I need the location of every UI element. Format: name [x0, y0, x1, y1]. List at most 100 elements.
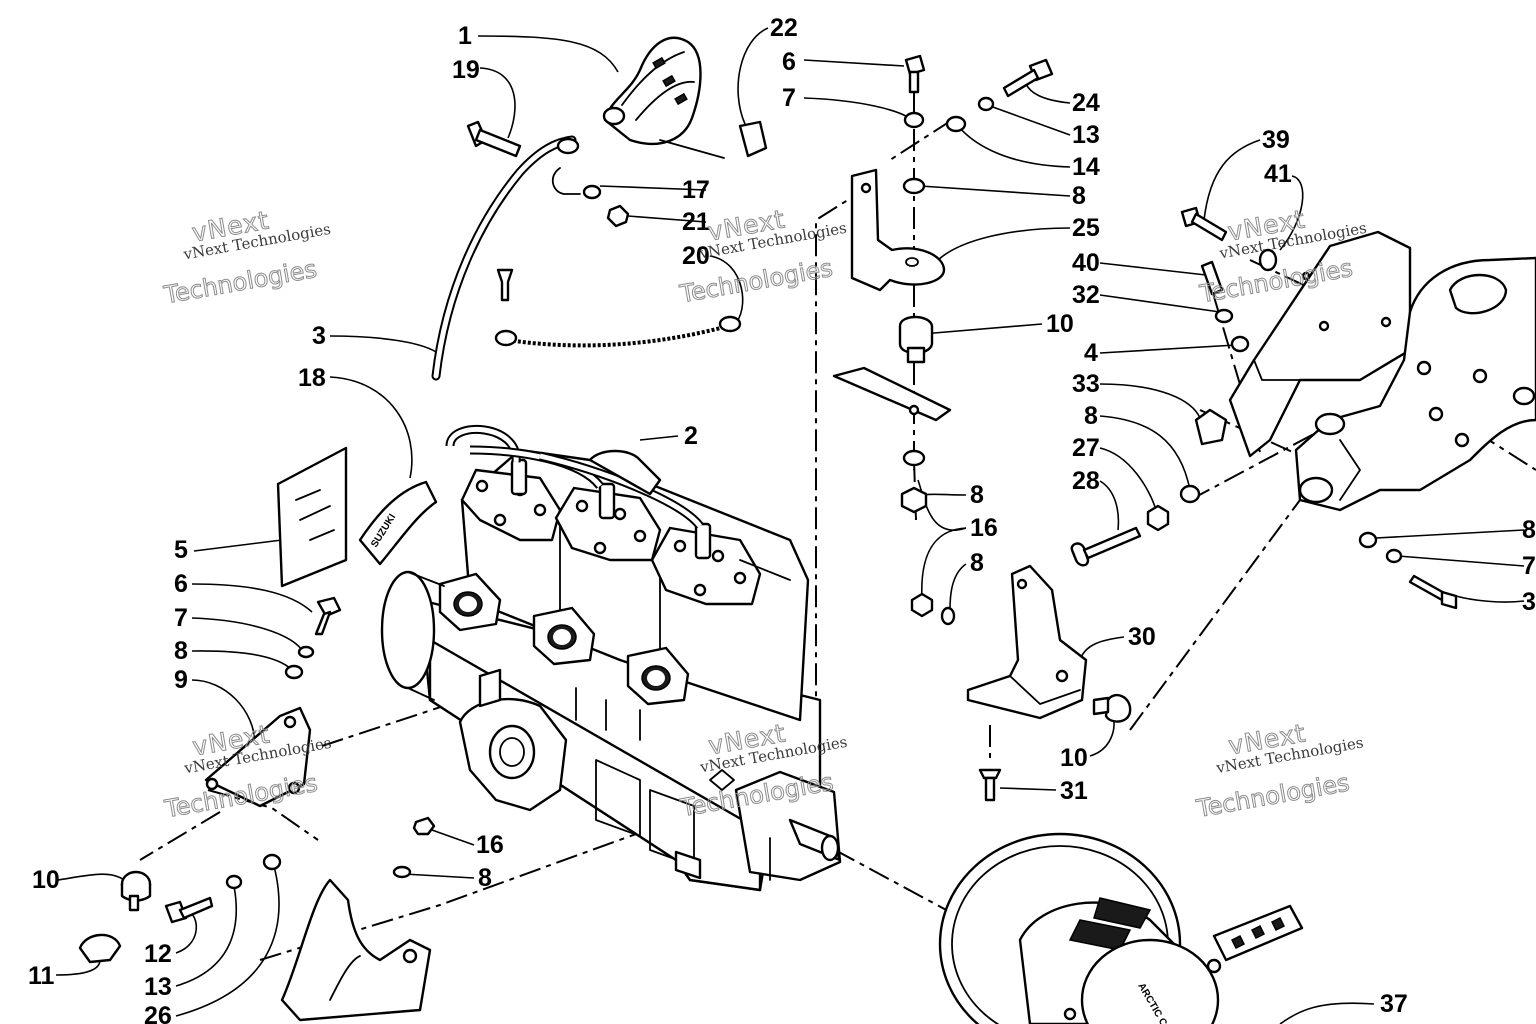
callout-12: 12: [144, 940, 172, 968]
callout-8-left: 8: [174, 637, 188, 665]
part-18-suzuki-decal: SUZUKI: [358, 480, 438, 566]
callout-10-left: 10: [32, 866, 60, 894]
callout-labels: 1 19 22 17 21 20 3 18 2 5 6 7 8 9 10 11 …: [28, 14, 1536, 1024]
part-21-nut: [606, 204, 630, 228]
callout-13-upper: 13: [1072, 121, 1100, 149]
part-31-screw: [978, 768, 1002, 802]
callout-16-right: 16: [970, 514, 998, 542]
callout-22: 22: [770, 14, 798, 42]
callout-26: 26: [144, 1002, 172, 1024]
rear-support-bracket: [1228, 230, 1412, 458]
part-8-washer-center: [392, 865, 412, 879]
part-17-washer: [582, 184, 602, 200]
callout-6-upper: 6: [782, 48, 796, 76]
callout-24: 24: [1072, 89, 1100, 117]
part-16-nut-upper: [900, 486, 928, 514]
callout-37: 37: [1380, 990, 1408, 1018]
part-4-washer: [1230, 335, 1250, 353]
callout-28: 28: [1072, 467, 1100, 495]
callout-11: 11: [28, 962, 55, 990]
part-19-bolt: [466, 120, 522, 158]
part-6-bolt-upper: [904, 54, 926, 94]
callout-20: 20: [682, 242, 710, 270]
part-8-washer-right-lower: [1358, 531, 1378, 549]
part-8-washer-left: [284, 664, 304, 680]
part-26-washer: [262, 853, 282, 871]
callout-8-lower: 8: [970, 549, 984, 577]
callout-4: 4: [1084, 339, 1098, 367]
part-16-nut-lower: [910, 592, 934, 618]
callout-8-right: 8: [1084, 402, 1098, 430]
part-3-bolt-right: [1408, 574, 1458, 610]
part-27-nut: [1146, 504, 1170, 532]
watermark-top-left: vNext vNext Technologies Technologies: [161, 205, 332, 310]
callout-3-right-edge: 3: [1522, 588, 1536, 616]
watermark-mid-left: vNext vNext Technologies Technologies: [161, 719, 332, 824]
callout-33: 33: [1072, 370, 1100, 398]
front-mount-bracket: [280, 878, 432, 1022]
part-3-cable-inner: [433, 137, 575, 379]
part-7-lockwasher-right: [1385, 548, 1403, 564]
part-12-bolt: [164, 896, 214, 924]
part-37-drive-clutch: ARCTIC CAT: [938, 832, 1304, 1024]
callout-9: 9: [174, 666, 188, 694]
callout-25: 25: [1072, 214, 1100, 242]
part-10-rubber-mount-upper: [898, 315, 934, 364]
watermark-mid-right: vNext vNext Technologies Technologies: [1193, 718, 1364, 824]
callout-8-mid: 8: [970, 481, 984, 509]
part-16-nut-center: [412, 816, 436, 836]
callout-16-center: 16: [476, 831, 504, 859]
part-30-bracket: [966, 564, 1088, 720]
callout-30: 30: [1128, 623, 1156, 651]
callout-18: 18: [298, 364, 326, 392]
callout-31: 31: [1060, 777, 1088, 805]
part-14-washer: [945, 115, 967, 133]
part-7-lockwasher-left: [297, 645, 315, 659]
part-41-spacer: [1258, 248, 1278, 272]
callout-21: 21: [682, 208, 710, 236]
callout-6-left: 6: [174, 570, 188, 598]
part-8-washer-right: [1179, 484, 1201, 504]
callout-19: 19: [452, 56, 480, 84]
callout-41: 41: [1264, 160, 1292, 188]
callout-7-right-edge: 7: [1522, 552, 1536, 580]
callout-7-left: 7: [174, 604, 188, 632]
callout-10-right: 10: [1060, 744, 1088, 772]
part-2-engine-block: [380, 424, 842, 892]
part-10-rubber-mount-right: [1092, 693, 1132, 723]
callout-27: 27: [1072, 434, 1100, 462]
main-drive-bracket: [1294, 256, 1536, 512]
callout-14: 14: [1072, 153, 1100, 181]
callout-32: 32: [1072, 281, 1100, 309]
callout-10-upper: 10: [1046, 310, 1074, 338]
part-22-clip: [738, 120, 768, 158]
callout-1: 1: [458, 22, 472, 50]
part-24-bolt: [1002, 58, 1054, 98]
part-11-mount-pad: [78, 933, 122, 964]
part-20-ground-strap: [494, 268, 742, 348]
part-32-lockwasher: [1214, 308, 1234, 324]
cable-hook: [551, 167, 581, 195]
part-7-lockwasher-upper: [903, 111, 925, 129]
callout-3: 3: [312, 322, 326, 350]
cable-eyelet: [556, 137, 580, 155]
part-25-engine-bracket: [850, 168, 946, 292]
part-5-filter-pad: [276, 446, 348, 588]
part-1-handle-cover: [602, 36, 725, 159]
callout-13-left: 13: [144, 973, 172, 1001]
part-13-lockwasher-upper: [977, 96, 995, 112]
part-39-bolt: [1180, 206, 1228, 242]
part-9-mount-plate: [204, 706, 312, 808]
callout-39: 39: [1262, 126, 1290, 154]
part-6-bolt-left: [314, 596, 342, 636]
callout-40: 40: [1072, 249, 1100, 277]
callout-8-center: 8: [478, 864, 492, 892]
part-40-stud: [1200, 260, 1224, 296]
part-8-washer-lower: [940, 606, 956, 626]
part-33-mount-insert: [1194, 408, 1228, 446]
callout-8-right-edge: 8: [1522, 516, 1536, 544]
callout-8-upper: 8: [1072, 182, 1086, 210]
part-8-washer-mid: [902, 449, 926, 467]
part-13-lockwasher-left: [225, 874, 243, 890]
